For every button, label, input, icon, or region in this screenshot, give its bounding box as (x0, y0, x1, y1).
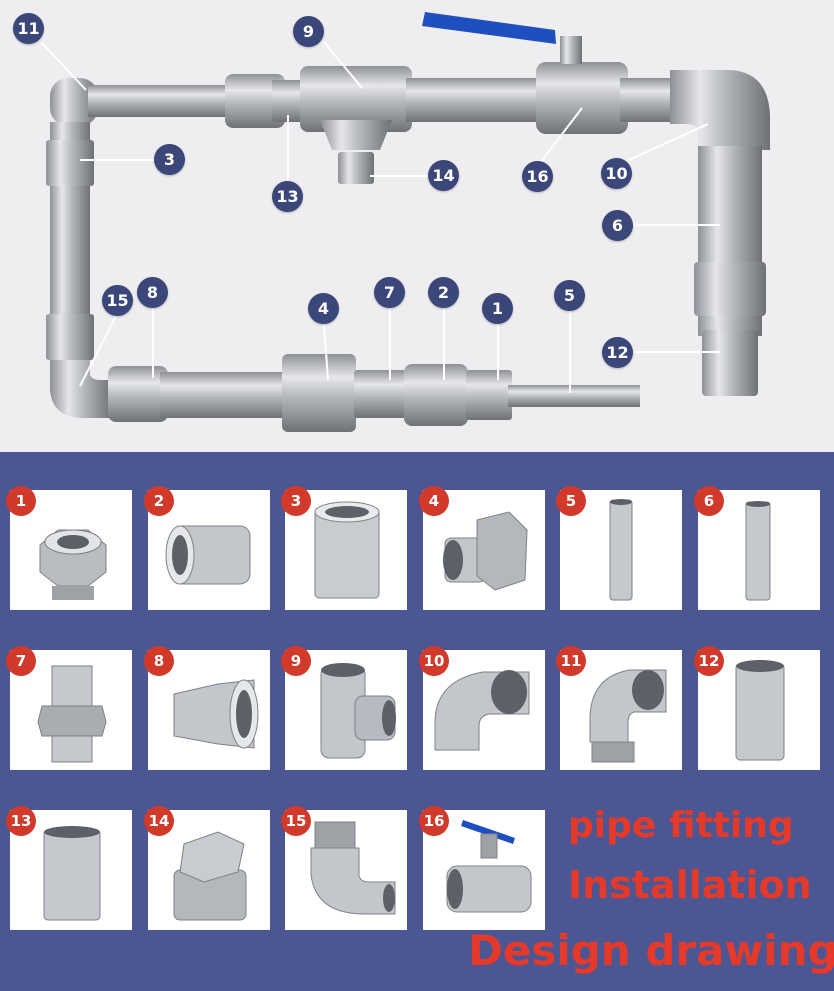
tile-number-badge: 4 (419, 486, 449, 516)
callout-15: 15 (102, 285, 133, 316)
tile-number-badge: 10 (419, 646, 449, 676)
catalog-tile-6: 6 (694, 486, 820, 610)
elbow-icon (434, 670, 530, 751)
callout-10: 10 (601, 158, 632, 189)
fittings-catalog (0, 452, 834, 991)
left-coupling-lower (46, 314, 94, 360)
long-nipple-icon (609, 499, 633, 601)
tile-number-badge: 5 (556, 486, 586, 516)
valve-handle (422, 12, 556, 44)
catalog-tile-16: 16 (419, 806, 545, 930)
hose-barb-icon (735, 660, 785, 761)
valve-stem (560, 36, 582, 64)
leader-lines (40, 41, 720, 393)
callout-5: 5 (554, 280, 585, 311)
callout-7: 7 (374, 277, 405, 308)
square-plug-icon (173, 831, 247, 921)
catalog-tile-4: 4 (419, 486, 545, 610)
callout-1: 1 (482, 293, 513, 324)
catalog-tile-3: 3 (281, 486, 407, 610)
tile-number-badge: 2 (144, 486, 174, 516)
assembly-photo: 11 9 3 13 14 16 10 6 12 15 8 4 7 2 1 5 (0, 0, 834, 452)
right-coupling (694, 262, 766, 316)
socket-coupling (404, 364, 468, 426)
catalog-tile-11: 11 (556, 646, 682, 770)
tile-number-badge: 12 (694, 646, 724, 676)
tile-number-badge: 15 (281, 806, 311, 836)
tile-number-badge: 6 (694, 486, 724, 516)
headline-design-drawings: Design drawings (468, 926, 834, 975)
callout-13: 13 (272, 181, 303, 212)
tile-number-badge: 1 (6, 486, 36, 516)
male-female-elbow-icon (310, 821, 396, 915)
bottom-left-elbow (50, 360, 112, 418)
headline-installation: Installation (568, 863, 812, 907)
left-coupling-upper (46, 140, 94, 186)
ball-valve-icon (446, 820, 532, 913)
headline-pipe-fitting: pipe fitting (568, 805, 794, 846)
square-plug (338, 152, 374, 184)
top-pipe-left (88, 85, 238, 117)
union-icon (443, 511, 528, 591)
union (282, 354, 356, 432)
catalog-tile-13: 13 (6, 806, 132, 930)
top-right-elbow (670, 70, 770, 150)
catalog-tile-10: 10 (419, 646, 545, 770)
callout-2: 2 (428, 277, 459, 308)
barrel-nipple-icon (745, 501, 771, 601)
callout-11: 11 (13, 13, 44, 44)
reducing-coupling-icon (173, 679, 259, 749)
bottom-pipe (160, 372, 290, 418)
top-reducer (225, 74, 285, 128)
catalog-tile-14: 14 (144, 806, 270, 930)
callout-9: 9 (293, 16, 324, 47)
top-pipe-right (406, 78, 546, 122)
callout-16: 16 (522, 161, 553, 192)
catalog-tile-15: 15 (281, 806, 407, 930)
long-nipple (508, 385, 640, 407)
catalog-tile-2: 2 (144, 486, 270, 610)
street-elbow-icon (589, 669, 667, 763)
catalog-tile-1: 1 (6, 486, 132, 610)
tee-icon (320, 663, 396, 759)
tile-number-badge: 11 (556, 646, 586, 676)
catalog-tile-12: 12 (694, 646, 820, 770)
tile-number-badge: 13 (6, 806, 36, 836)
close-nipple-icon (43, 826, 101, 921)
catalog-tile-5: 5 (556, 486, 682, 610)
pipe-assembly-illustration (40, 12, 770, 432)
hex-bushing (466, 370, 512, 420)
tile-number-badge: 7 (6, 646, 36, 676)
callout-4: 4 (308, 293, 339, 324)
tile-number-badge: 9 (281, 646, 311, 676)
socket-coupling-icon (165, 525, 251, 585)
hose-barb (702, 330, 758, 396)
tee-branch (320, 120, 392, 150)
hex-bushing-icon (39, 529, 107, 600)
straight-coupling-icon (314, 501, 380, 599)
catalog-tile-8: 8 (144, 646, 270, 770)
ball-valve-body (536, 62, 628, 134)
tile-number-badge: 3 (281, 486, 311, 516)
callout-12: 12 (602, 337, 633, 368)
tee-body (300, 66, 412, 132)
hex-nipple (354, 370, 406, 418)
catalog-tile-7: 7 (6, 646, 132, 770)
callout-6: 6 (602, 210, 633, 241)
callout-8: 8 (137, 277, 168, 308)
tile-number-badge: 8 (144, 646, 174, 676)
bottom-reducer (108, 366, 168, 422)
tile-number-badge: 14 (144, 806, 174, 836)
callout-14: 14 (428, 160, 459, 191)
callout-3: 3 (154, 144, 185, 175)
tile-number-badge: 16 (419, 806, 449, 836)
hex-nipple-icon (37, 665, 107, 763)
catalog-tile-9: 9 (281, 646, 407, 770)
